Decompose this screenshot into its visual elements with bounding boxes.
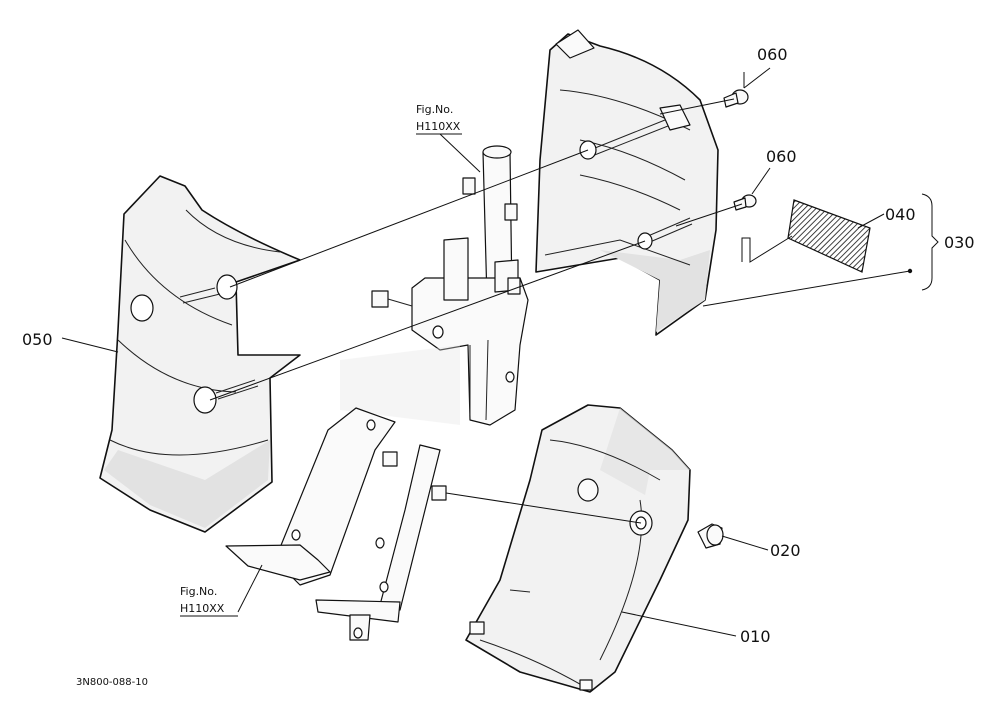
bolt-part-060-lower	[733, 194, 757, 211]
assembly-lines	[209, 98, 911, 524]
pad-part-040	[787, 199, 871, 273]
rear-cover	[535, 29, 719, 336]
figure-ref-top-line2: H110XX	[416, 120, 461, 133]
drawing-code: 3N800-088-10	[76, 677, 148, 688]
figure-ref-top-line1: Fig.No.	[416, 103, 453, 116]
label-leaders	[61, 67, 939, 637]
figure-ref-bottom-line1: Fig.No.	[180, 585, 217, 598]
part-label-060-lower: 060	[766, 147, 797, 166]
figure-ref-bottom[interactable]: Fig.No. H110XX	[180, 585, 238, 617]
part-label-010: 010	[740, 627, 771, 646]
part-label-020: 020	[770, 541, 801, 560]
frame-assembly	[225, 407, 447, 641]
bolt-part-060-upper	[723, 89, 749, 108]
part-label-050: 050	[22, 330, 53, 349]
part-label-030: 030	[944, 233, 975, 252]
part-label-060-upper: 060	[757, 45, 788, 64]
screw-part-020	[697, 523, 724, 549]
part-label-040: 040	[885, 205, 916, 224]
figure-ref-bottom-line2: H110XX	[180, 602, 225, 615]
cover-part-050	[99, 175, 301, 533]
cover-part-010	[465, 404, 691, 693]
figure-ref-top[interactable]: Fig.No. H110XX	[416, 103, 462, 135]
bracket-assembly	[340, 145, 529, 426]
